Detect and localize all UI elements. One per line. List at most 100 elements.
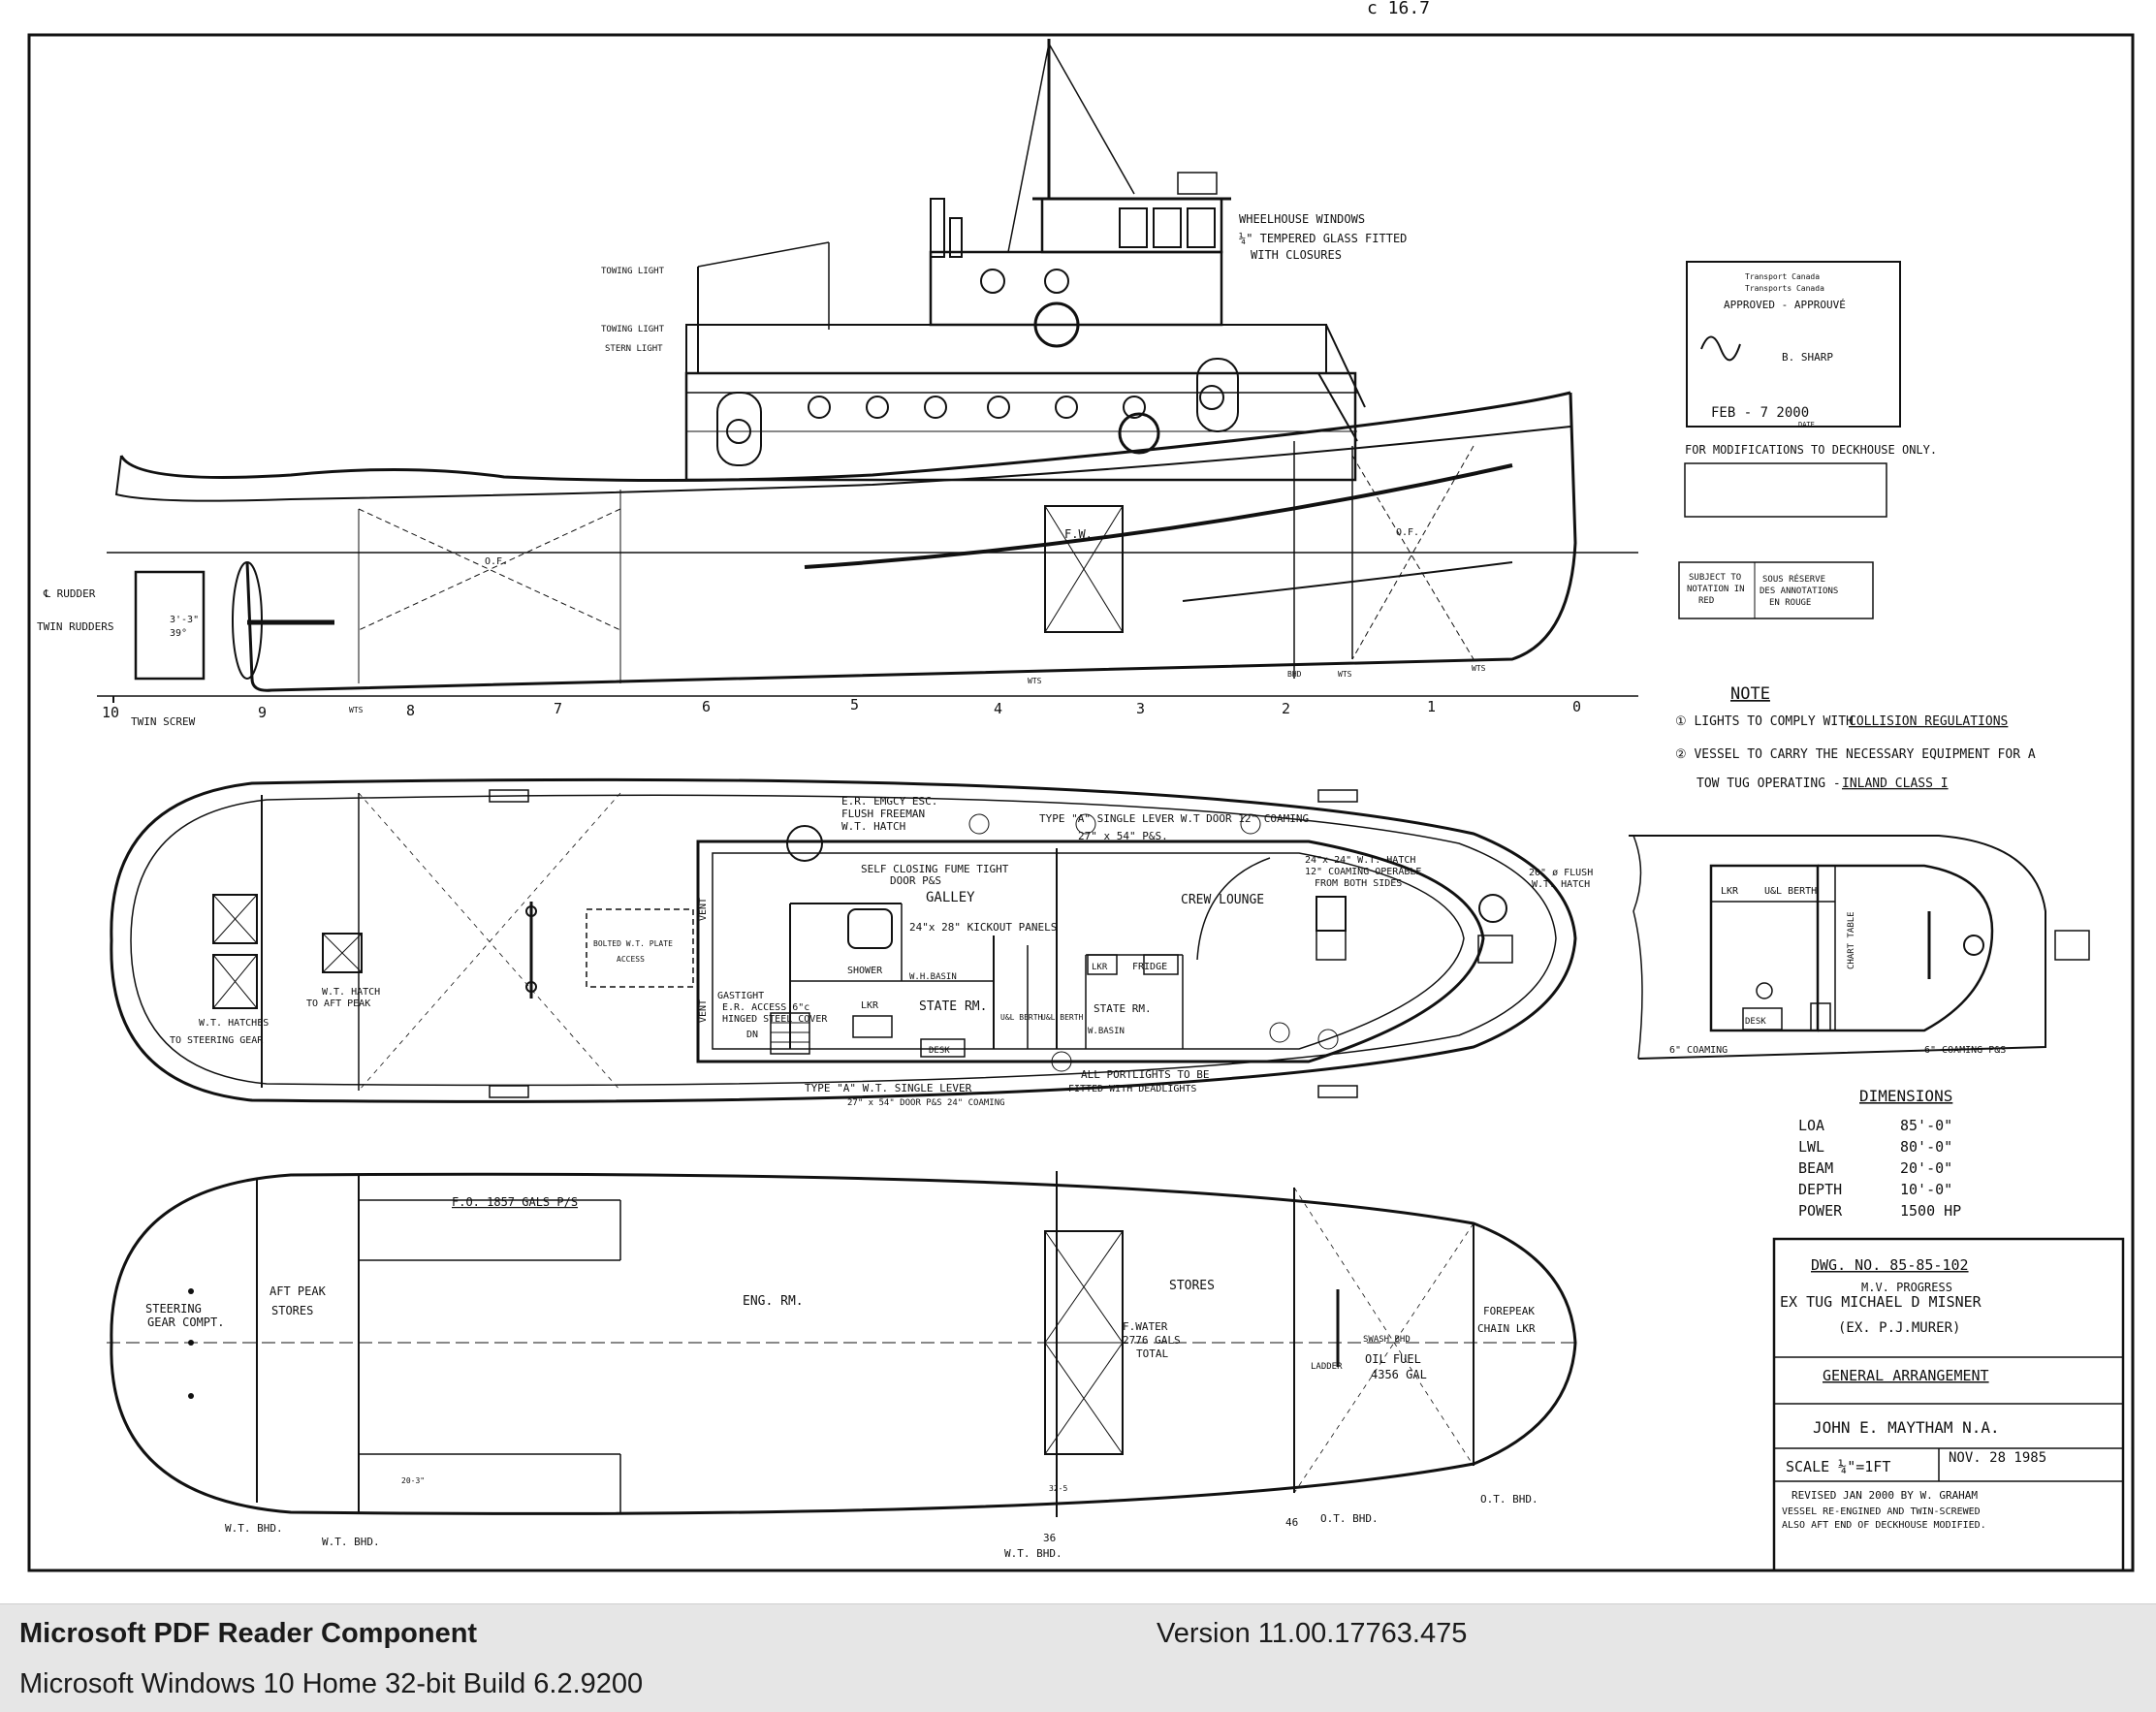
deck-stateroom-1: STATE RM. (919, 999, 987, 1014)
notation-en-3: RED (1698, 596, 1714, 606)
notation-fr-3: EN ROUGE (1769, 598, 1811, 608)
towing-light-2: TOWING LIGHT (601, 325, 665, 334)
station-7: 7 (554, 700, 562, 717)
note-2c: INLAND CLASS I (1842, 777, 1949, 791)
modifications-note: FOR MODIFICATIONS TO DECKHOUSE ONLY. (1685, 443, 1937, 457)
tank-wtbhd-3: W.T. BHD. (1004, 1547, 1062, 1560)
deck-desk-1: DESK (929, 1046, 950, 1056)
title-ex-murer: (EX. P.J.MURER) (1838, 1320, 1960, 1336)
deck-bolted-2: ACCESS (617, 955, 645, 964)
deck-wt-hatch-aft-2: TO AFT PEAK (306, 999, 370, 1009)
document-viewport[interactable]: c 16.7 (0, 0, 2156, 1603)
note-2a: ② VESSEL TO CARRY THE NECESSARY EQUIPMEN… (1675, 747, 2036, 762)
note-2b: TOW TUG OPERATING - (1696, 777, 1841, 791)
notation-fr-1: SOUS RÉSERVE (1762, 573, 1825, 585)
deck-type-a-top: TYPE "A" SINGLE LEVER W.T DOOR 12" COAMI… (1039, 812, 1309, 825)
station-5: 5 (850, 696, 859, 713)
deck-shower: SHOWER (847, 966, 883, 976)
tank-dim-2: 32-5 (1049, 1484, 1067, 1493)
notation-box: SUBJECT TO NOTATION IN RED SOUS RÉSERVE … (1678, 561, 1874, 619)
approval-stamp: Transport Canada Transports Canada APPRO… (1686, 261, 1901, 428)
deck-hatch-24-1: 24"x 24" W.T. HATCH (1305, 855, 1415, 866)
deck-uh-berth-2: U&L BERTH (1041, 1013, 1084, 1022)
os-info: Microsoft Windows 10 Home 32-bit Build 6… (19, 1668, 644, 1699)
deck-type-a-bottom-1: TYPE "A" W.T. SINGLE LEVER (805, 1082, 972, 1094)
dimensions-block: DIMENSIONS LOA 85'-0" LWL 80'-0" BEAM 20… (1798, 1087, 1961, 1220)
fw-tank-label: F.W. (1064, 527, 1093, 541)
wts-3: WTS (1338, 670, 1352, 679)
rudder-label: ℄ RUDDER (43, 587, 96, 600)
stamp-date-caption: DATE (1798, 421, 1815, 428)
deck-gastight-3: HINGED STEEL COVER (722, 1014, 828, 1025)
deck-er-esc-3: W.T. HATCH (841, 820, 905, 833)
dim-depth-label: DEPTH (1798, 1181, 1842, 1198)
dim-lwl-label: LWL (1798, 1138, 1824, 1156)
revision-1: REVISED JAN 2000 BY W. GRAHAM (1791, 1489, 1978, 1502)
station-2: 2 (1282, 700, 1290, 717)
station-8: 8 (406, 702, 415, 719)
deck-wt-hatches-2: TO STEERING GEAR (170, 1035, 264, 1046)
tank-fo: F.O. 1857 GALS P/S (452, 1195, 578, 1209)
of-aft-label: O.F. (485, 556, 508, 567)
station-10: 10 (102, 704, 119, 721)
towing-light-1: TOWING LIGHT (601, 267, 665, 276)
deck-flush-hatch-1: 20" ø FLUSH (1529, 868, 1593, 878)
tank-fwater-2: 2776 GALS (1123, 1334, 1181, 1347)
deck-fridge: FRIDGE (1132, 962, 1167, 972)
wh-lkr: LKR (1721, 886, 1739, 897)
product-version: Version 11.00.17763.475 (1157, 1618, 1468, 1649)
title-dwg-no: DWG. NO. 85-85-102 (1811, 1256, 1969, 1274)
tank-oilfuel-1: OIL FUEL (1365, 1352, 1421, 1366)
ship-drawing: c 16.7 (27, 0, 2135, 1572)
dims-title: DIMENSIONS (1859, 1087, 1952, 1105)
notation-en-1: SUBJECT TO (1689, 573, 1741, 583)
tank-forepeak-1: FOREPEAK (1483, 1305, 1535, 1317)
status-bar: Microsoft PDF Reader Component Version 1… (0, 1603, 2156, 1712)
wts-4: WTS (1472, 664, 1486, 673)
tank-otbhd-1: O.T. BHD. (1320, 1512, 1379, 1525)
tank-aftpeak-1: AFT PEAK (270, 1284, 327, 1298)
title-mv: M.V. PROGRESS (1861, 1281, 1952, 1294)
deck-whbasin-2: W.BASIN (1088, 1027, 1125, 1036)
wh-coaming-1: 6" COAMING (1669, 1045, 1728, 1056)
deck-portlights-1: ALL PORTLIGHTS TO BE (1081, 1068, 1209, 1081)
tank-swash: SWASH BHD (1363, 1335, 1411, 1345)
wts-1: WTS (349, 706, 364, 714)
deck-galley: GALLEY (926, 890, 975, 905)
deck-crew-lounge: CREW LOUNGE (1181, 893, 1264, 907)
bhd-label: BHD (1287, 670, 1302, 679)
dim-beam-label: BEAM (1798, 1159, 1833, 1177)
tank-wtbhd-1: W.T. BHD. (225, 1522, 283, 1535)
station-4: 4 (994, 700, 1002, 717)
wheelhouse-plan: LKR U&L BERTH CHART TABLE DESK 6" COAMIN… (1629, 835, 2090, 1060)
stamp-agency-fr: Transports Canada (1745, 284, 1824, 293)
tank-ladder: LADDER (1311, 1362, 1343, 1372)
tank-aftpeak-2: STORES (271, 1304, 313, 1317)
deck-gastight-1: GASTIGHT (717, 991, 764, 1001)
notation-en-2: NOTATION IN (1687, 585, 1745, 594)
twin-screw-label: TWIN SCREW (131, 715, 196, 728)
tank-fr-46: 46 (1285, 1516, 1298, 1529)
twin-rudders-label: TWIN RUDDERS (37, 620, 113, 633)
wh-chart-table: CHART TABLE (1847, 911, 1856, 969)
notation-fr-2: DES ANNOTATIONS (1760, 587, 1838, 596)
tank-fwater-1: F.WATER (1123, 1320, 1168, 1333)
deck-stateroom-2: STATE RM. (1094, 1002, 1152, 1015)
prop-pitch: 39° (170, 628, 187, 639)
dim-loa-value: 85'-0" (1900, 1117, 1952, 1134)
of-fwd-label: O.F. (1396, 527, 1419, 538)
deck-vent-1: VENT (698, 898, 709, 921)
prop-dim: 3'-3" (170, 615, 199, 625)
tank-plan-labels: F.O. 1857 GALS P/S STEERING GEAR COMPT. … (145, 1195, 1538, 1560)
deck-hatch-24-2: 12" COAMING OPERABLE (1305, 867, 1421, 877)
top-scribble: c 16.7 (1367, 0, 1430, 18)
revision-2: VESSEL RE-ENGINED AND TWIN-SCREWED (1782, 1506, 1981, 1517)
stamp-signature: B. SHARP (1782, 351, 1833, 364)
deck-hatch-24-3: FROM BOTH SIDES (1315, 878, 1402, 889)
profile-view (97, 39, 1638, 703)
wh-desk: DESK (1745, 1017, 1766, 1027)
station-numbers: 10 9 8 7 6 5 4 3 2 1 0 (102, 696, 1581, 721)
tank-plan (107, 1171, 1580, 1517)
note-1a: ① LIGHTS TO COMPLY WITH (1675, 714, 1854, 729)
deck-dn: DN (746, 1030, 758, 1040)
